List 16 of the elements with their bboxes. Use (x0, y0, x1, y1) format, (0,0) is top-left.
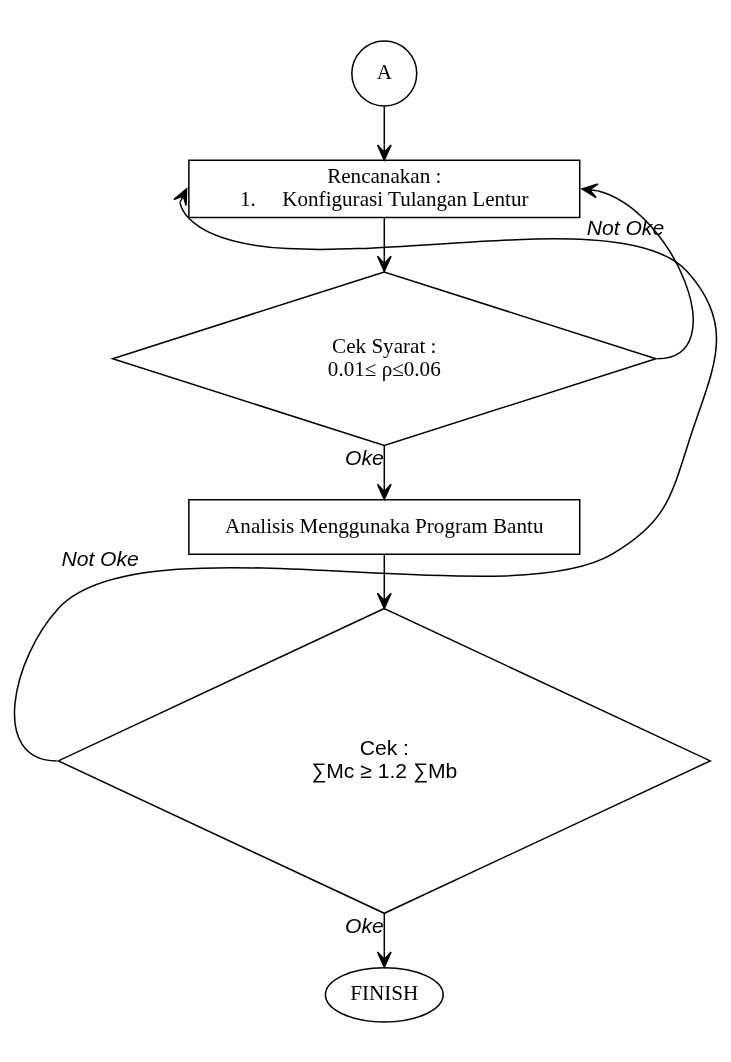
node-box: Rencanakan : 1. Konfigurasi Tulangan Lentur (188, 159, 581, 218)
arrow (13, 187, 718, 762)
arrow (376, 912, 392, 968)
node-box: Analisis Menggunaka Program Bantu (188, 498, 581, 555)
arrow (376, 216, 392, 272)
arrow (376, 105, 392, 161)
edge-label: Oke (345, 913, 384, 937)
edge-label: Not Oke (61, 546, 139, 570)
arrow (376, 553, 392, 609)
arrow (581, 182, 694, 359)
node-diamond: Cek : ∑Mc ≥ 1.2 ∑Mb (56, 607, 713, 914)
node-ellipse: FINISH (324, 966, 444, 1023)
edge-label: Oke (345, 445, 384, 469)
node-circle: A (351, 39, 418, 107)
arrow (376, 444, 392, 500)
node-diamond: Cek Syarat : 0.01≤ ρ≤0.06 (110, 270, 659, 446)
